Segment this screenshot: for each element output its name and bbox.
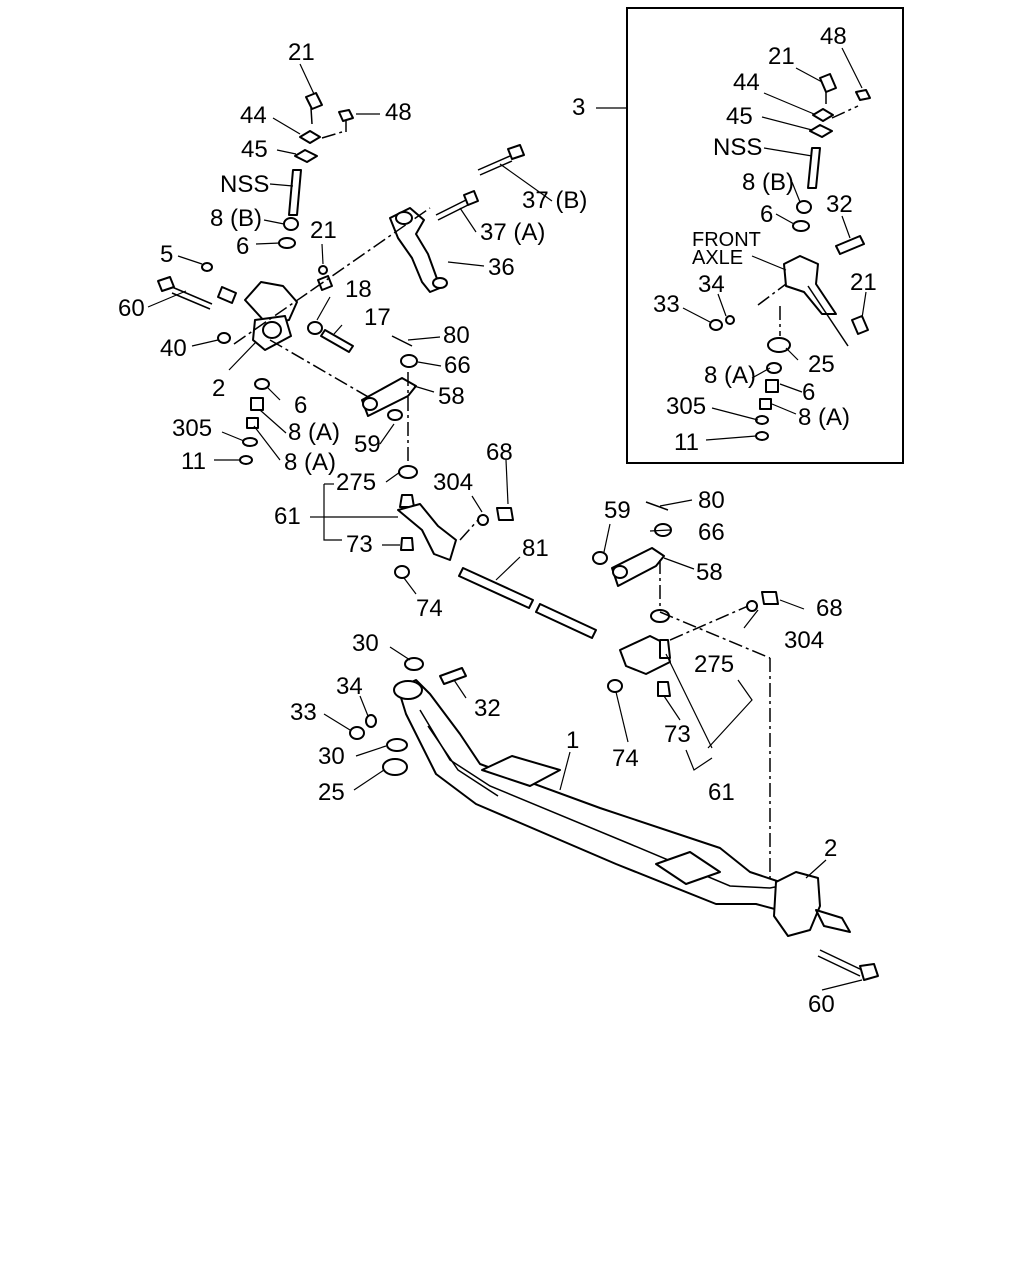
inset-label-25: 25 <box>808 351 835 378</box>
label-45: 45 <box>241 136 268 163</box>
label-275: 275 <box>694 651 734 678</box>
inset-label-44: 44 <box>733 69 760 96</box>
label-275: 275 <box>336 469 376 496</box>
label-8a: 8 (A) <box>284 449 336 476</box>
inset-label-33: 33 <box>653 291 680 318</box>
axle-beam <box>393 679 879 981</box>
label-nss: NSS <box>220 171 269 198</box>
label-80: 80 <box>698 487 725 514</box>
label-37b: 37 (B) <box>522 187 587 214</box>
tie-rod <box>458 567 597 639</box>
label-30: 30 <box>318 743 345 770</box>
label-48: 48 <box>385 99 412 126</box>
label-33: 33 <box>290 699 317 726</box>
label-40: 40 <box>160 335 187 362</box>
label-36: 36 <box>488 254 515 281</box>
label-59: 59 <box>604 497 631 524</box>
label-60: 60 <box>808 991 835 1018</box>
label-8b: 8 (B) <box>210 205 262 232</box>
inset-label-45: 45 <box>726 103 753 130</box>
label-74: 74 <box>612 745 639 772</box>
label-304: 304 <box>433 469 473 496</box>
label-1: 1 <box>566 727 579 754</box>
leader-lines <box>147 47 867 991</box>
label-68: 68 <box>486 439 513 466</box>
label-21: 21 <box>288 39 315 66</box>
label-2: 2 <box>212 375 225 402</box>
label-25: 25 <box>318 779 345 806</box>
label-18: 18 <box>345 276 372 303</box>
inset-label-8a: 8 (A) <box>798 404 850 431</box>
label-44: 44 <box>240 102 267 129</box>
label-32: 32 <box>474 695 501 722</box>
label-34: 34 <box>336 673 363 700</box>
label-37a: 37 (A) <box>480 219 545 246</box>
steering-arm-assembly <box>389 144 525 293</box>
label-11: 11 <box>181 448 206 475</box>
inset-label-32: 32 <box>826 191 853 218</box>
label-66: 66 <box>444 352 471 379</box>
inset-label-48: 48 <box>820 23 847 50</box>
label-6: 6 <box>294 392 307 419</box>
label-2: 2 <box>824 835 837 862</box>
assembly-lines <box>233 207 787 880</box>
inset-label-21: 21 <box>850 269 877 296</box>
label-66: 66 <box>698 519 725 546</box>
label-58: 58 <box>696 559 723 586</box>
inset-label-34: 34 <box>698 271 725 298</box>
inset-label-front: FRONT <box>692 229 761 251</box>
inset-label-305: 305 <box>666 393 706 420</box>
label-5: 5 <box>160 241 173 268</box>
lower-left-parts <box>349 657 467 776</box>
inset-label-axle: AXLE <box>692 247 743 269</box>
label-305: 305 <box>172 415 212 442</box>
label-6: 6 <box>236 233 249 260</box>
inset-label-21: 21 <box>768 43 795 70</box>
label-21: 21 <box>310 217 337 244</box>
label-61: 61 <box>708 779 735 806</box>
inset-label-11: 11 <box>674 429 699 456</box>
label-30: 30 <box>352 630 379 657</box>
label-8a: 8 (A) <box>288 419 340 446</box>
inset-frame <box>626 7 904 464</box>
label-73: 73 <box>346 531 373 558</box>
label-60: 60 <box>118 295 145 322</box>
label-61: 61 <box>274 503 301 530</box>
inset-label-6: 6 <box>760 201 773 228</box>
left-tie-rod-end-assembly <box>361 335 514 579</box>
label-17: 17 <box>364 304 391 331</box>
label-73: 73 <box>664 721 691 748</box>
label-3: 3 <box>572 94 585 121</box>
label-74: 74 <box>416 595 443 622</box>
inset-label-6: 6 <box>802 379 815 406</box>
inset-parts <box>709 73 871 441</box>
right-tie-rod-end-assembly <box>592 501 779 697</box>
label-81: 81 <box>522 535 549 562</box>
label-59: 59 <box>354 431 381 458</box>
label-80: 80 <box>443 322 470 349</box>
part-labels: 21 44 48 45 NSS 8 (B) 21 6 5 60 18 17 40… <box>118 23 877 1018</box>
inset-label-nss: NSS <box>713 134 762 161</box>
inset-label-8b: 8 (B) <box>742 169 794 196</box>
label-58: 58 <box>438 383 465 410</box>
label-304: 304 <box>784 627 824 654</box>
label-68: 68 <box>816 595 843 622</box>
inset-label-8a: 8 (A) <box>704 362 756 389</box>
